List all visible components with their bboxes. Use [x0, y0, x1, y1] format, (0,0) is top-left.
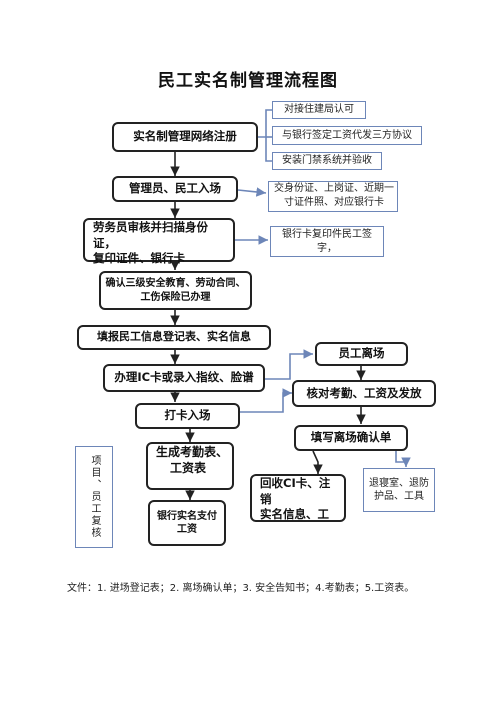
step-label: 员工离场	[338, 346, 385, 361]
note-bank-card-sign: 银行卡复印件民工签字，	[270, 226, 384, 257]
step-label-line2: 工伤保险已办理	[140, 291, 211, 303]
note-bank-agreement: 与银行签定工资代发三方协议	[272, 126, 422, 145]
step-label-line1: 劳务员审核并扫描身份证，	[93, 220, 208, 250]
step-label: 办理IC卡或录入指纹、脸谱	[114, 370, 254, 385]
step-label-line2: 复印证件、银行卡	[93, 251, 185, 266]
note-text-line1: 交身份证、上岗证、近期一	[274, 183, 394, 194]
step-safety-confirm: 确认三级安全教育、劳动合同、 工伤保险已办理	[99, 271, 252, 310]
note-text: 安装门禁系统并验收	[282, 155, 372, 167]
step-label: 实名制管理网络注册	[133, 129, 237, 144]
note-text: 项目、员工复核	[89, 455, 100, 539]
step-bank-payment: 银行实名支付 工资	[148, 500, 226, 546]
page-title: 民工实名制管理流程图	[158, 71, 338, 91]
step-label: 核对考勤、工资及发放	[306, 385, 422, 400]
step-label-line1: 确认三级安全教育、劳动合同、	[105, 278, 246, 289]
step-register-info: 填报民工信息登记表、实名信息	[77, 325, 271, 350]
step-generate-attendance: 生成考勤表、 工资表	[146, 442, 234, 490]
note-documents: 交身份证、上岗证、近期一 寸证件照、对应银行卡	[268, 181, 398, 212]
note-return-items: 退寝室、退防 护品、工具	[363, 468, 435, 512]
step-exit-confirmation: 填写离场确认单	[294, 425, 408, 451]
note-text: 对接住建局认可	[284, 104, 354, 116]
note-access-control: 安装门禁系统并验收	[272, 152, 382, 170]
step-label-line1: 回收CI卡、注销	[260, 476, 331, 506]
step-id-scan: 劳务员审核并扫描身份证， 复印证件、银行卡	[83, 218, 235, 265]
step-recover-card: 回收CI卡、注销 实名信息、工	[250, 474, 346, 522]
step-label-line2: 实名信息、工	[260, 507, 329, 522]
step-verify-wages: 核对考勤、工资及发放	[292, 380, 436, 407]
step-label: 管理员、民工入场	[129, 181, 221, 196]
footer-documents: 文件：1. 进场登记表；2. 离场确认单；3. 安全告知书；4.考勤表；5.工资…	[67, 583, 415, 594]
step-label-line1: 银行实名支付	[157, 510, 217, 522]
note-text-line1: 退寝室、退防	[369, 477, 429, 489]
step-worker-exit: 员工离场	[315, 342, 408, 366]
step-label-line2: 工资表	[170, 461, 207, 476]
note-project-review: 项目、员工复核	[75, 446, 113, 548]
step-ic-card: 办理IC卡或录入指纹、脸谱	[103, 364, 265, 392]
note-text: 银行卡复印件民工签字，	[282, 229, 372, 254]
step-label: 打卡入场	[164, 408, 211, 423]
step-clock-in: 打卡入场	[135, 403, 240, 429]
step-network-registration: 实名制管理网络注册	[112, 122, 258, 152]
step-workers-entry: 管理员、民工入场	[112, 176, 238, 202]
note-text-line2: 护品、工具	[374, 491, 424, 502]
step-label: 填报民工信息登记表、实名信息	[97, 330, 251, 344]
note-text: 与银行签定工资代发三方协议	[282, 129, 412, 141]
note-text-line2: 寸证件照、对应银行卡	[284, 196, 384, 208]
step-label: 填写离场确认单	[310, 430, 392, 445]
note-housing-bureau: 对接住建局认可	[272, 101, 366, 119]
step-label-line2: 工资	[177, 524, 197, 535]
step-label-line1: 生成考勤表、	[156, 445, 229, 459]
